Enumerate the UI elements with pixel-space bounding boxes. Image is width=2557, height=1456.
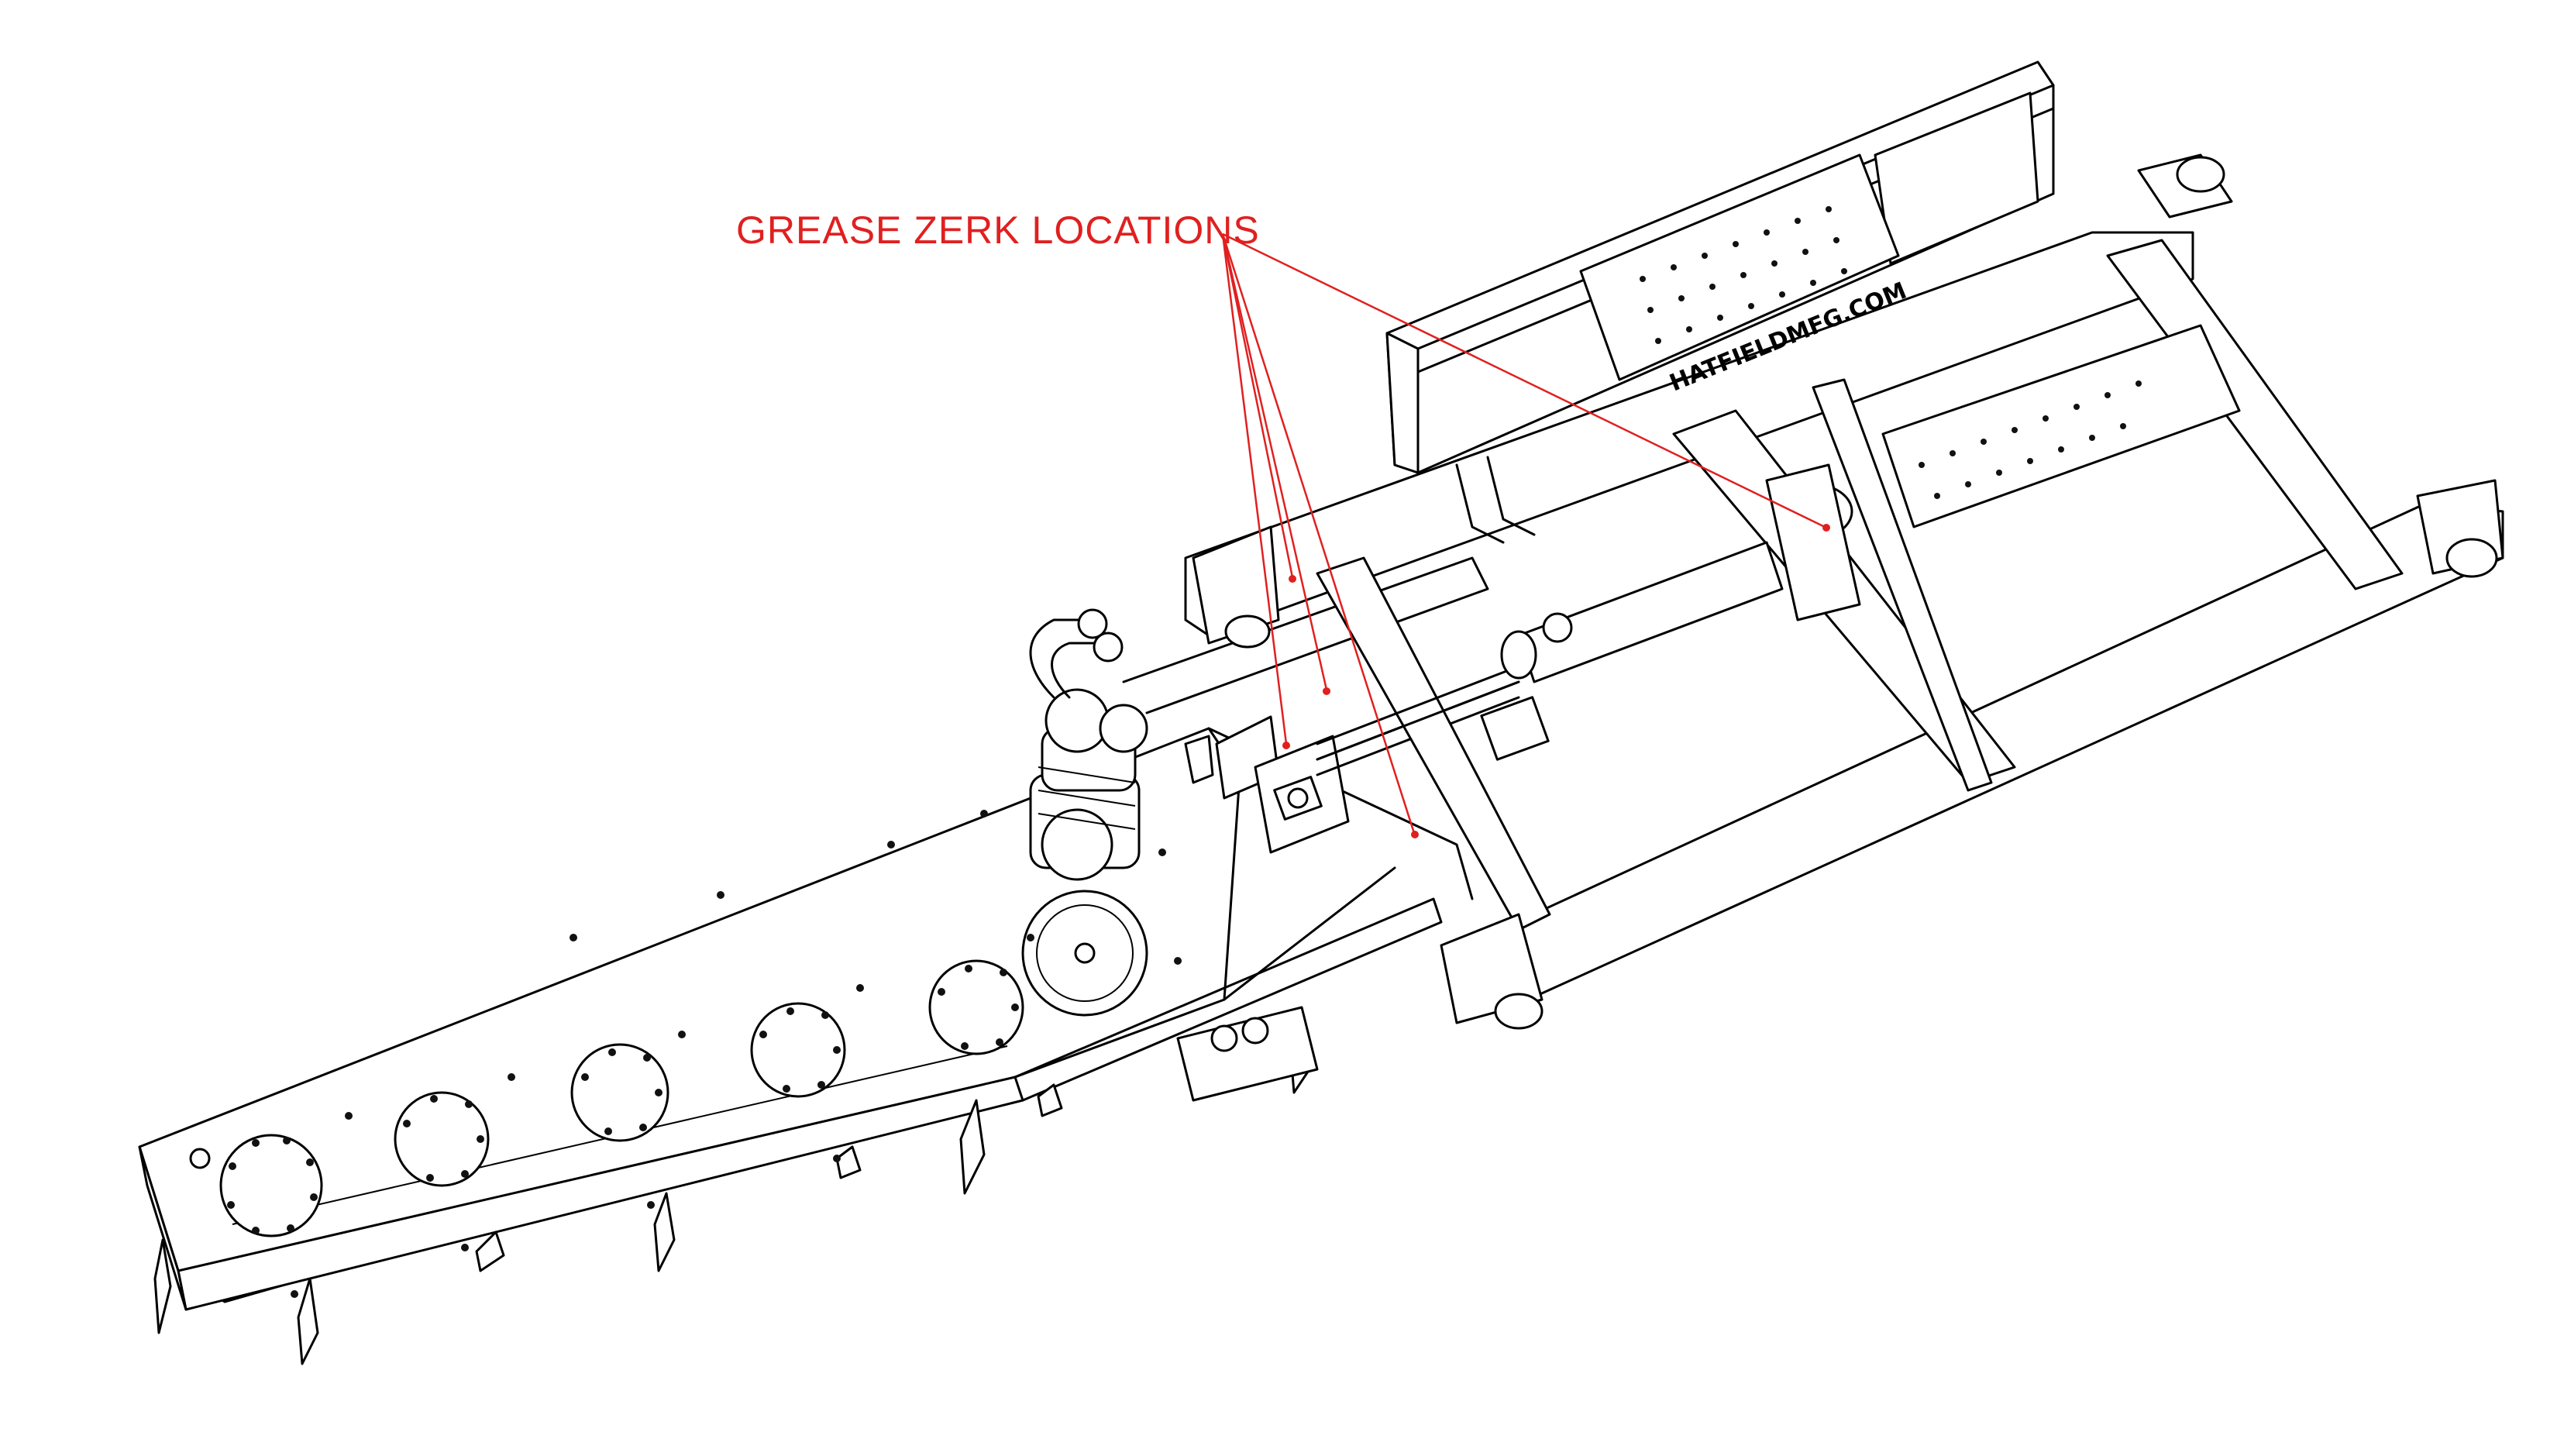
leader-line-4 xyxy=(1222,232,1826,528)
connecting-frame xyxy=(1122,556,1520,1102)
zerk-point-1 xyxy=(1282,742,1290,749)
leader-line-1 xyxy=(1221,233,1288,745)
zerk-point-3 xyxy=(1411,831,1419,838)
zerk-point-4 xyxy=(1822,524,1830,532)
top-hood xyxy=(1385,60,2241,544)
leader-line-2 xyxy=(1221,233,1328,690)
zerk-point-5 xyxy=(1289,575,1296,583)
hydraulic-cylinder xyxy=(1316,463,1861,761)
leader-line-5 xyxy=(1221,233,1294,578)
hydraulic-motor xyxy=(1029,608,1148,881)
tread-pattern xyxy=(1640,206,2142,499)
main-frame xyxy=(1184,153,2504,1030)
cover-plates xyxy=(219,890,1148,1237)
callout-leaders xyxy=(1221,232,1830,838)
callout-label: GREASE ZERK LOCATIONS xyxy=(736,208,1260,252)
leader-line-3 xyxy=(1221,233,1416,834)
zerk-point-2 xyxy=(1323,687,1330,695)
plate-bolts xyxy=(189,810,1182,1298)
